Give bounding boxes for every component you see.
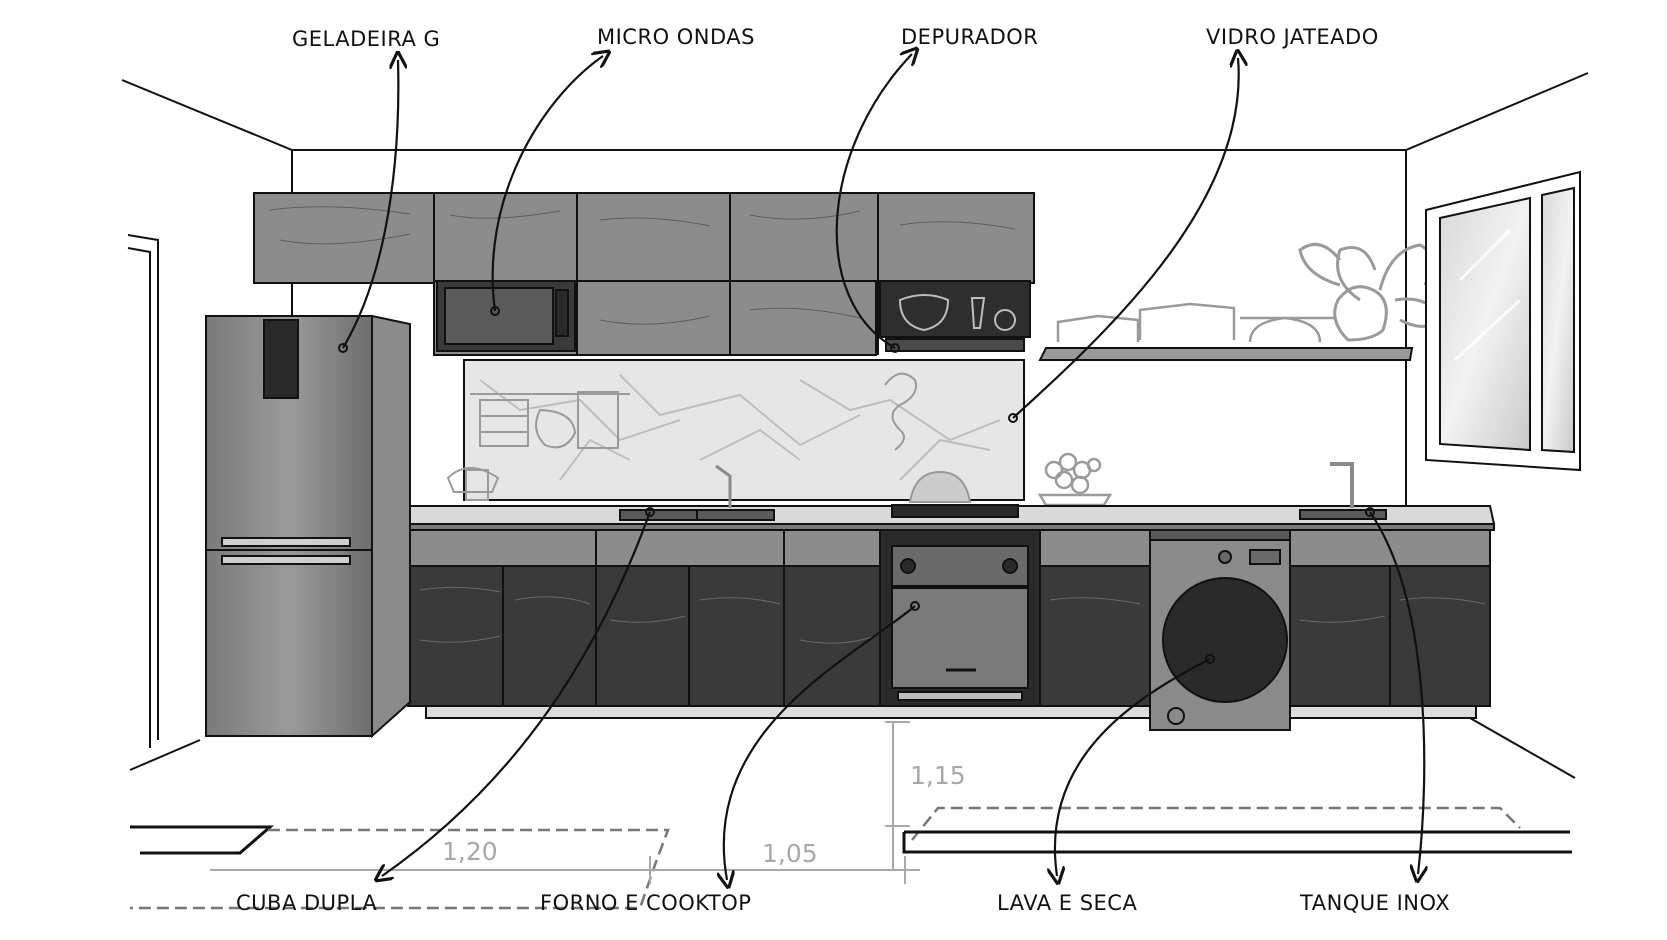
arrow-forno: [724, 605, 916, 880]
label-geladeira: GELADEIRA G: [292, 27, 440, 51]
right-backsplash: [1037, 452, 1113, 507]
refrigerator: [205, 314, 411, 739]
arrow-lava: [1055, 658, 1211, 876]
arrow-cuba: [382, 511, 652, 876]
label-depurador: DEPURADOR: [901, 25, 1038, 49]
label-forno-cooktop: FORNO E COOKTOP: [540, 891, 751, 915]
upper-cabinets: [253, 192, 1035, 356]
dimension-1-05: 1,05: [762, 839, 818, 868]
label-micro-ondas: MICRO ONDAS: [597, 25, 755, 49]
arrow-depurador: [835, 54, 912, 349]
arrow-tanque: [1369, 511, 1424, 874]
label-cuba-dupla: CUBA DUPLA: [236, 891, 377, 915]
oven: [879, 529, 1041, 707]
dimension-1-20: 1,20: [442, 837, 498, 866]
floor-rugs: [130, 806, 1572, 910]
arrow-micro-ondas: [491, 56, 603, 312]
arrow-vidro: [1012, 58, 1239, 419]
callout-arrows: [342, 54, 1424, 880]
arrow-geladeira: [342, 60, 398, 349]
range-hood-niche: [879, 280, 1031, 352]
label-lava-seca: LAVA E SECA: [997, 891, 1137, 915]
callout-dots: [338, 306, 1375, 664]
label-tanque-inox: TANQUE INOX: [1299, 891, 1450, 915]
washer-dryer: [1149, 529, 1291, 731]
microwave: [436, 280, 576, 352]
window: [1425, 170, 1581, 472]
countertop-fixtures: [446, 462, 1387, 521]
dimension-lines: [210, 721, 920, 884]
label-vidro-jateado: VIDRO JATEADO: [1206, 25, 1379, 49]
dimension-1-15: 1,15: [910, 761, 966, 790]
floating-shelf: [1038, 242, 1442, 361]
